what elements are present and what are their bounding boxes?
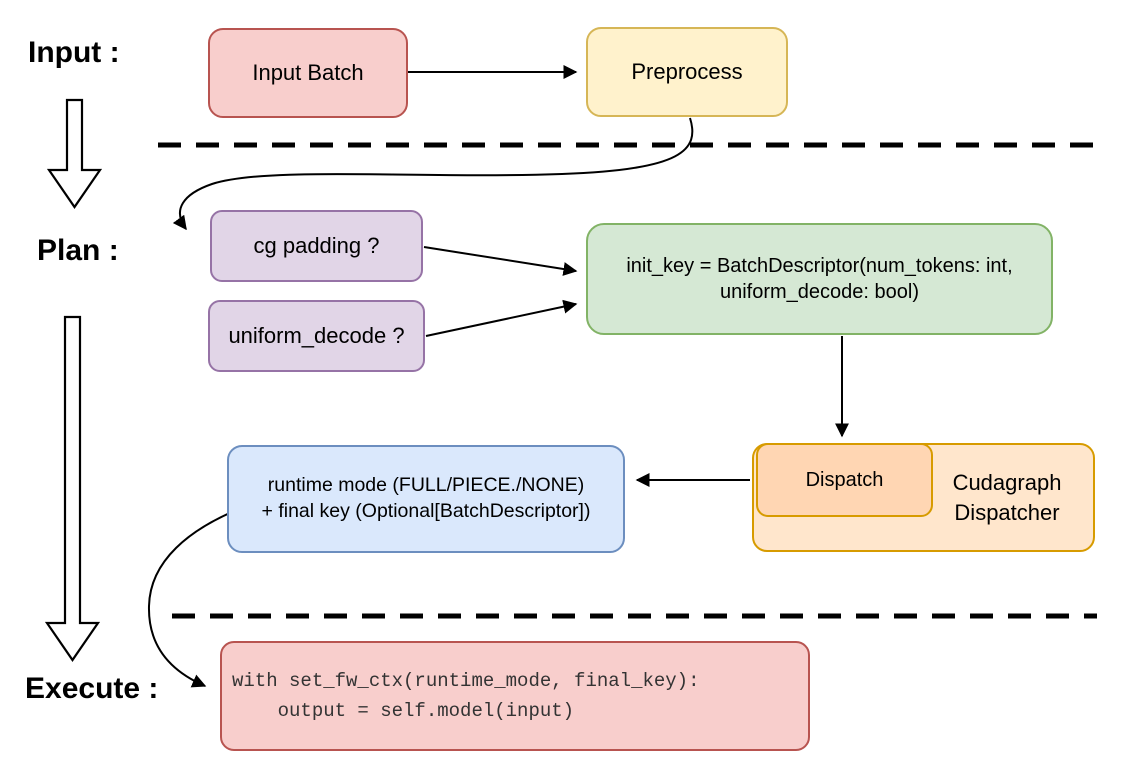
- stage-arrow-plan-to-execute-icon: [44, 315, 101, 662]
- connector-cgpadding-to-initkey: [423, 246, 578, 276]
- stage-label-plan: Plan :: [37, 234, 119, 267]
- connector-preprocess-to-cgpadding: [172, 117, 694, 231]
- node-dispatch: Dispatch: [756, 443, 933, 517]
- node-preprocess: Preprocess: [586, 27, 788, 117]
- cudagraph-dispatcher-label: Cudagraph Dispatcher: [952, 470, 1062, 525]
- stage-arrow-input-to-plan-icon: [46, 98, 103, 209]
- node-init-key: init_key = BatchDescriptor(num_tokens: i…: [586, 223, 1053, 335]
- connector-uniformdecode-to-initkey: [425, 299, 578, 337]
- node-runtime-mode: runtime mode (FULL/PIECE./NONE) + final …: [227, 445, 625, 553]
- stage-label-execute: Execute :: [25, 672, 159, 705]
- node-input-batch: Input Batch: [208, 28, 408, 118]
- connector-runtimemode-to-executecode: [147, 503, 253, 688]
- node-execute-code: with set_fw_ctx(runtime_mode, final_key)…: [220, 641, 810, 751]
- node-uniform-decode: uniform_decode ?: [208, 300, 425, 372]
- node-cg-padding: cg padding ?: [210, 210, 423, 282]
- stage-label-input: Input :: [28, 36, 120, 69]
